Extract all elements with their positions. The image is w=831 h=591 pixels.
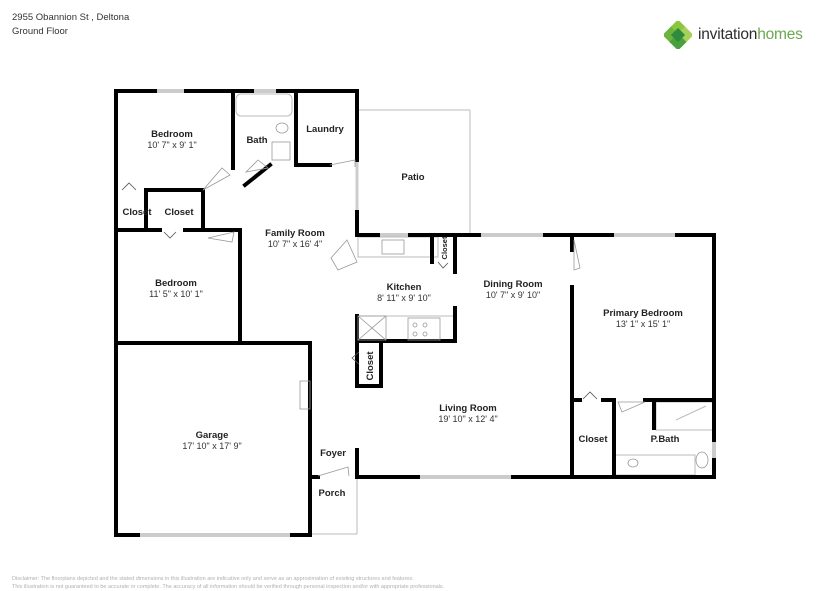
header: 2955 Obannion St , Deltona Ground Floor: [12, 11, 129, 39]
room-hall-closet-name: Closet: [365, 351, 376, 381]
room-foyer-name: Foyer: [320, 448, 346, 459]
room-living-name: Living Room: [439, 403, 497, 414]
room-kitchen-dims: 8' 11" x 9' 10": [377, 293, 431, 303]
room-primary-bedroom-name: Primary Bedroom: [603, 308, 683, 319]
room-porch-name: Porch: [319, 488, 346, 499]
room-primary-closet-name: Closet: [578, 434, 608, 445]
room-family-dims: 10' 7" x 16' 4": [268, 239, 322, 249]
room-kitchen-closet-name: Closet: [440, 236, 449, 259]
disclaimer: Disclaimer: The floorplans depicted and …: [12, 575, 444, 591]
room-primary-bedroom-dims: 13' 1" x 15' 1": [616, 319, 670, 329]
brand-logo: invitationhomes: [664, 21, 803, 49]
room-family-name: Family Room: [265, 228, 325, 239]
room-living-dims: 19' 10" x 12' 4": [438, 414, 497, 424]
room-patio-name: Patio: [401, 172, 424, 183]
logo-word-homes: homes: [757, 26, 803, 43]
address: 2955 Obannion St , Deltona: [12, 12, 130, 23]
room-bedroom-1-name: Bedroom: [151, 129, 193, 140]
room-labels: Bedroom 10' 7" x 9' 1" Bath Laundry Pati…: [122, 124, 682, 499]
room-garage-name: Garage: [196, 430, 229, 441]
room-dining-name: Dining Room: [483, 279, 542, 290]
room-closet-2-name: Closet: [164, 207, 194, 218]
room-laundry-name: Laundry: [306, 124, 344, 135]
room-garage-dims: 17' 10" x 17' 9": [182, 441, 241, 451]
logo-word-invitation: invitation: [698, 26, 758, 43]
room-bedroom-1-dims: 10' 7" x 9' 1": [147, 140, 196, 150]
room-closet-1-name: Closet: [122, 207, 152, 218]
logo-icon: [664, 21, 692, 49]
disclaimer-line-1: Disclaimer: The floorplans depicted and …: [12, 576, 414, 582]
room-bedroom-2-name: Bedroom: [155, 278, 197, 289]
room-bedroom-2-dims: 11' 5" x 10' 1": [149, 289, 203, 299]
walls: [114, 89, 716, 537]
floor-label: Ground Floor: [12, 26, 68, 37]
room-primary-bath-name: P.Bath: [651, 434, 680, 445]
room-bath-name: Bath: [246, 135, 267, 146]
disclaimer-line-2: This illustration is not guaranteed to b…: [12, 584, 445, 590]
room-dining-dims: 10' 7" x 9' 10": [486, 290, 540, 300]
door-swings: [121, 122, 709, 477]
room-kitchen-name: Kitchen: [387, 282, 422, 293]
